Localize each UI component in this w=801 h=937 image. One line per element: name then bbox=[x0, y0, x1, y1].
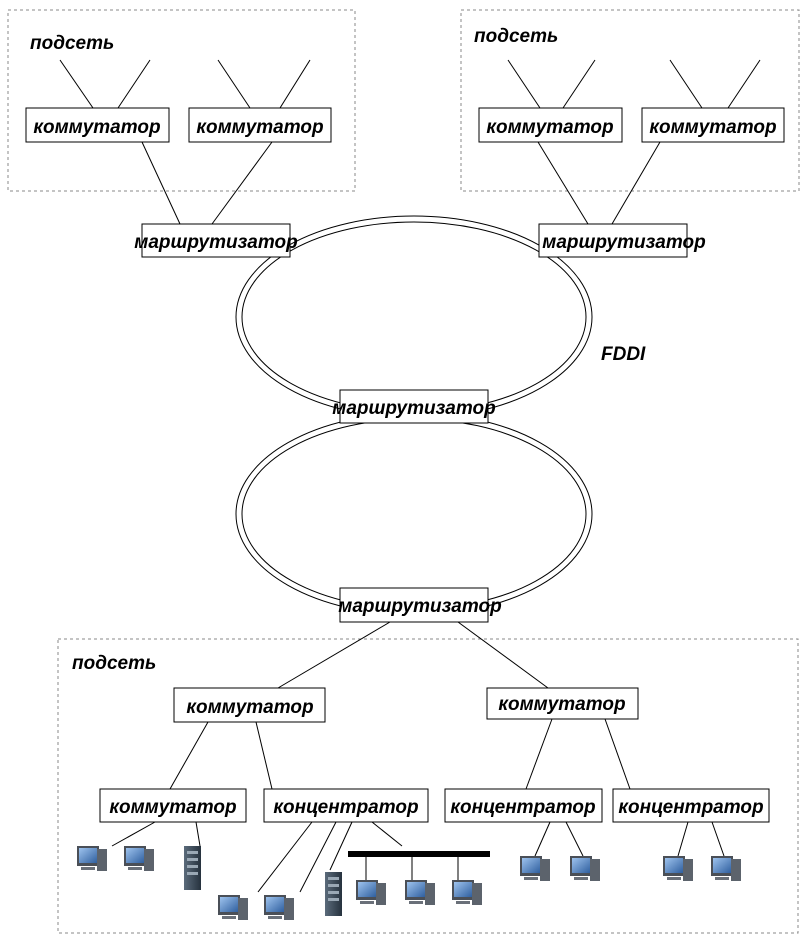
labels: подсеть подсеть подсеть коммутатор комму… bbox=[30, 26, 777, 818]
switch-bottom-right-label: коммутатор bbox=[498, 694, 625, 715]
workstation-icon bbox=[264, 895, 294, 920]
workstation-icon bbox=[570, 856, 600, 881]
router-middle-label: маршрутизатор bbox=[332, 398, 495, 419]
end-devices bbox=[77, 846, 741, 920]
switch-tr-1-label: коммутатор bbox=[486, 117, 613, 138]
fddi-ring-lower bbox=[235, 412, 593, 616]
subnet-top-right-border bbox=[460, 9, 800, 192]
router-bottom-label: маршрутизатор bbox=[338, 596, 501, 617]
workstation-icon bbox=[124, 846, 154, 871]
switch-tl-1-label: коммутатор bbox=[33, 117, 160, 138]
workstation-icon bbox=[663, 856, 693, 881]
server-icon bbox=[325, 872, 342, 916]
router-right-label: маршрутизатор bbox=[542, 232, 705, 253]
switch-bottom-left-label: коммутатор bbox=[186, 697, 313, 718]
subnet-top-left-label: подсеть bbox=[30, 33, 114, 54]
server-icon bbox=[184, 846, 201, 890]
connection-lines bbox=[59, 59, 761, 893]
router-left-label: маршрутизатор bbox=[134, 232, 297, 253]
workstation-icon bbox=[520, 856, 550, 881]
subnet-top-right-label: подсеть bbox=[474, 26, 558, 47]
fddi-label: FDDI bbox=[601, 344, 646, 365]
workstation-icon bbox=[711, 856, 741, 881]
workstation-icon bbox=[218, 895, 248, 920]
workstation-icon bbox=[452, 880, 482, 905]
workstation-icon bbox=[405, 880, 435, 905]
hub-1-label: концентратор bbox=[273, 797, 418, 818]
device-boxes bbox=[25, 107, 785, 823]
subnet-bottom-border bbox=[57, 638, 799, 934]
switch-tr-2-label: коммутатор bbox=[649, 117, 776, 138]
workstation-icon bbox=[77, 846, 107, 871]
switch-tl-2-label: коммутатор bbox=[196, 117, 323, 138]
subnet-bottom-label: подсеть bbox=[72, 653, 156, 674]
hub-3-label: концентратор bbox=[618, 797, 763, 818]
switch-access-label: коммутатор bbox=[109, 797, 236, 818]
workstation-icon bbox=[356, 880, 386, 905]
hub-2-label: концентратор bbox=[450, 797, 595, 818]
